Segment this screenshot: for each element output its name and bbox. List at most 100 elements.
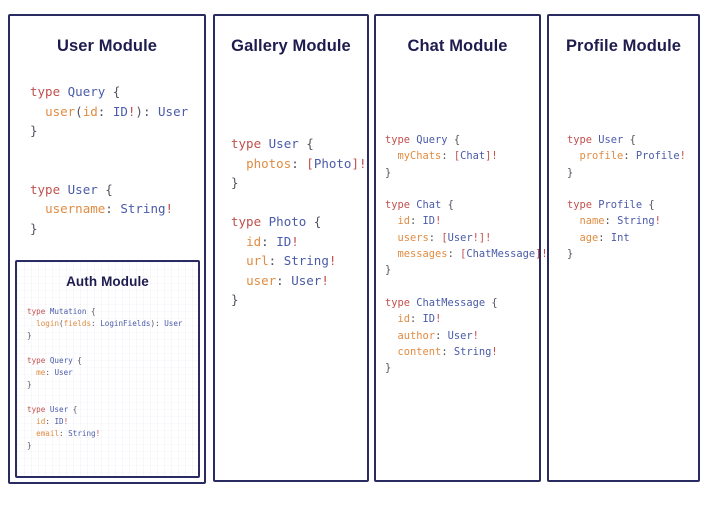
- panel-auth-module[interactable]: Auth Module type Mutation { login(fields…: [15, 260, 200, 478]
- code-token: [231, 234, 246, 249]
- code-token: {: [105, 84, 121, 99]
- code-line: }: [385, 165, 548, 181]
- code-token: User: [447, 231, 473, 244]
- code-line: type Query {: [27, 355, 183, 367]
- code-token: type: [30, 84, 68, 99]
- code-line: type User {: [231, 134, 367, 154]
- code-token: Query: [67, 84, 106, 99]
- code-token: !: [654, 215, 661, 228]
- code-token: !: [472, 329, 479, 342]
- code-token: :: [276, 272, 292, 288]
- code-token: [385, 313, 398, 325]
- code-token: LoginFields: [100, 319, 151, 329]
- code-token: type: [567, 134, 599, 146]
- code-token: [385, 215, 398, 227]
- code-token: ID: [54, 416, 64, 426]
- code-token: :: [410, 313, 423, 326]
- code-token: type: [385, 199, 417, 212]
- code-token: type: [231, 136, 269, 151]
- code-token: photos: [246, 155, 292, 171]
- code-token: ]!: [535, 248, 548, 261]
- code-token: :: [447, 248, 461, 261]
- code-token: :: [45, 368, 55, 378]
- code-token: User: [268, 136, 299, 151]
- code-token: me: [36, 368, 46, 378]
- panel-gallery-module[interactable]: Gallery Module type User { photos: [Phot…: [213, 14, 369, 482]
- code-token: [385, 248, 398, 260]
- code-token: {: [441, 199, 454, 212]
- code-token: [385, 346, 398, 358]
- code-line: type User {: [27, 404, 183, 416]
- code-line: name: String!: [567, 213, 686, 229]
- code-line: type Chat {: [385, 197, 548, 213]
- code-token: [27, 429, 36, 438]
- code-token: [30, 201, 45, 216]
- code-line: id: ID!: [385, 311, 548, 327]
- code-token: User: [67, 181, 98, 197]
- code-line: users: [User!]!: [385, 230, 548, 246]
- code-token: :: [441, 345, 454, 358]
- code-token: :: [598, 231, 611, 244]
- code-token: String: [453, 345, 492, 358]
- code-token: :: [441, 150, 454, 163]
- code-token: :: [435, 329, 448, 342]
- code-line: type Mutation {: [27, 306, 183, 318]
- code-line: username: String!: [30, 199, 188, 219]
- panel-user-module[interactable]: User Module type Query { user(id: ID!): …: [8, 14, 206, 484]
- code-line: }: [27, 440, 183, 452]
- code-token: }: [231, 292, 239, 307]
- code-line: url: String!: [231, 251, 367, 271]
- code-token: type: [385, 134, 417, 146]
- code-token: !]!: [472, 231, 492, 244]
- code-token: }: [231, 175, 239, 190]
- code-token: [231, 156, 246, 171]
- code-token: ID: [112, 103, 128, 119]
- code-token: (: [75, 103, 83, 119]
- code-token: }: [385, 166, 392, 179]
- code-token: [385, 150, 398, 162]
- panel-profile-module[interactable]: Profile Module type User { profile: Prof…: [547, 14, 700, 482]
- code-line: [30, 141, 188, 161]
- code-line: [27, 343, 183, 355]
- code-token: User: [291, 272, 322, 288]
- code-token: name: [579, 215, 605, 228]
- code-token: Chat: [460, 150, 486, 163]
- code-token: }: [30, 123, 38, 138]
- code-token: User: [49, 404, 69, 414]
- code-token: email: [36, 429, 60, 439]
- code-token: :: [268, 253, 284, 268]
- code-token: profile: [579, 150, 624, 163]
- code-token: }: [27, 331, 32, 341]
- code-line: type Photo {: [231, 212, 367, 232]
- code-token: id: [36, 416, 46, 426]
- panel-title-auth-module: Auth Module: [66, 274, 149, 289]
- code-token: ID: [422, 313, 436, 326]
- code-token: [385, 330, 398, 342]
- code-token: !: [328, 253, 337, 268]
- code-token: :: [91, 319, 101, 329]
- code-token: Photo: [268, 214, 307, 229]
- code-token: [: [453, 150, 461, 163]
- code-token: User: [447, 329, 473, 342]
- code-line: [567, 181, 686, 197]
- code-token: age: [579, 231, 599, 244]
- code-token: [567, 232, 580, 244]
- code-line: type Profile {: [567, 197, 686, 213]
- code-token: [385, 232, 398, 244]
- code-token: {: [642, 199, 655, 212]
- code-token: {: [485, 296, 498, 309]
- code-token: :: [291, 155, 307, 171]
- code-token: ): [150, 319, 156, 329]
- code-token: String: [283, 253, 329, 268]
- code-token: type: [30, 181, 68, 197]
- code-token: String: [617, 215, 655, 228]
- code-token: :: [428, 231, 442, 244]
- code-line: id: ID!: [231, 232, 367, 252]
- code-token: {: [447, 134, 461, 146]
- code-token: !: [291, 233, 299, 249]
- code-token: [: [460, 248, 467, 261]
- code-line: user(id: ID!): User: [30, 102, 188, 122]
- code-token: {: [298, 136, 314, 151]
- panel-chat-module[interactable]: Chat Module type Query { myChats: [Chat]…: [374, 14, 548, 482]
- panel-title-gallery-module: Gallery Module: [231, 37, 351, 55]
